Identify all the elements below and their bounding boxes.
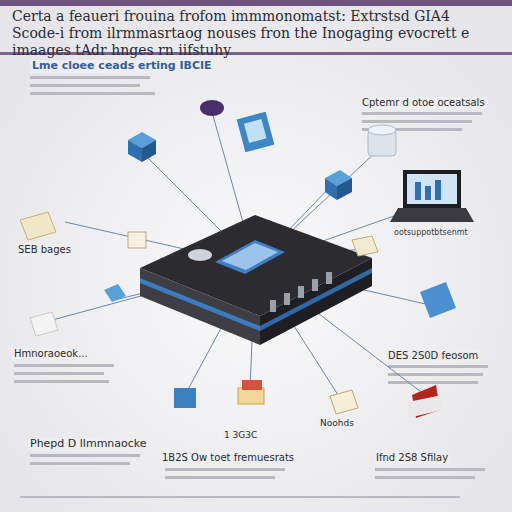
title-heading: Certa a feaueri frouina frofom immmonoma… [12, 8, 500, 58]
callout-label: Noohds [318, 418, 356, 428]
callout-label: 1B2S Ow toet fremuesrats [160, 452, 296, 464]
callout-label: Cptemr d otoe oceatsals [360, 97, 487, 109]
callout-label: DES 2S0D feosom [386, 350, 480, 362]
callout-label: 1 3G3C [222, 430, 259, 440]
callout-label: ootsuppotbtsenmt [392, 228, 470, 237]
callout-label: Ifnd 2S8 Sfilay [374, 452, 450, 464]
callout-label: Lme cloee ceads erting IBCIE [30, 60, 214, 73]
callout-label: Phepd D llmmnaocke [28, 438, 149, 451]
callout-label: Hmnoraoeok... [12, 348, 90, 360]
callout-label: SEB bages [16, 244, 73, 256]
